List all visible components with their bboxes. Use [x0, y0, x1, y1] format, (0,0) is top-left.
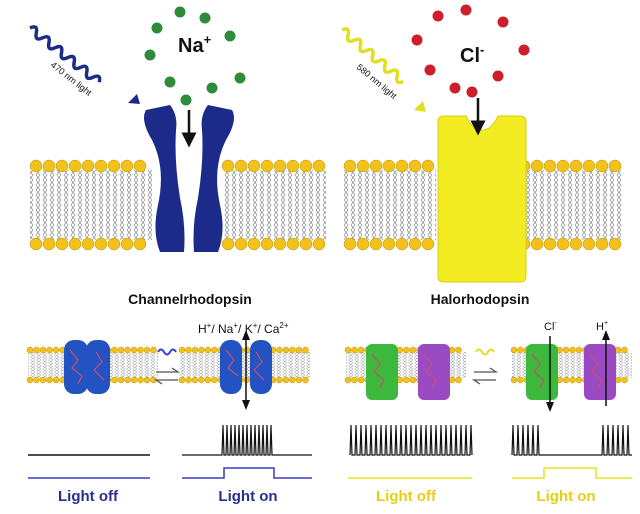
channel-mechanism-row: H+/ Na+/ K+/ Ca2+ Light off Light on	[26, 321, 312, 505]
active-pumps	[526, 330, 616, 412]
cl-small-label: Cl	[544, 321, 554, 333]
cation-list: H+/ Na+/ K+/ Ca2+	[198, 321, 289, 336]
inactive-pumps	[366, 344, 450, 400]
lipid-heads-left	[29, 159, 326, 251]
channelrhodopsin-title: Channelrhodopsin	[128, 291, 252, 307]
trace-off-right	[349, 424, 473, 456]
light-off-right-label: Light off	[376, 488, 437, 505]
yellow-light-label: 580 nm light	[355, 62, 399, 101]
chloride-charge: -	[480, 42, 484, 57]
halorhodopsin-title: Halorhodopsin	[431, 291, 530, 307]
membrane-left-a	[30, 170, 152, 240]
channelrhodopsin-panel: Na+ 470 nm light Channelrhodopsin	[29, 6, 326, 307]
light-on-right-label: Light on	[536, 488, 595, 505]
sodium-charge: +	[204, 32, 212, 47]
blue-light-arrowhead	[128, 94, 140, 104]
closed-channel	[64, 340, 110, 394]
cl-small-charge: -	[554, 320, 557, 327]
h-small-label: H	[596, 321, 604, 333]
stimulus-on-left	[182, 467, 312, 479]
svg-text:Cl-: Cl-	[544, 320, 557, 333]
trace-on-left	[182, 424, 312, 456]
channel-left-half	[144, 105, 185, 252]
membrane-right-a	[344, 170, 436, 240]
halorhodopsin-panel: Cl- 580 nm light Halorhodopsin	[341, 4, 622, 307]
yellow-light-arrowhead	[414, 101, 426, 112]
equilibrium-arrows-right	[471, 367, 499, 385]
open-channel	[220, 330, 272, 410]
chloride-ions	[411, 4, 530, 98]
blue-light-wave	[29, 25, 102, 83]
trace-on-right	[511, 424, 632, 456]
light-off-left-label: Light off	[58, 488, 119, 505]
blue-light-small	[157, 348, 177, 356]
sodium-label: Na	[178, 35, 204, 57]
svg-text:Cl-: Cl-	[460, 42, 484, 67]
membrane-left-b	[224, 170, 326, 240]
sodium-ions	[144, 6, 246, 106]
equilibrium-arrows-left	[153, 367, 181, 385]
svg-text:H+: H+	[596, 320, 608, 333]
stimulus-on-right	[512, 467, 632, 479]
light-on-left-label: Light on	[218, 488, 277, 505]
chloride-label: Cl	[460, 45, 480, 67]
yellow-light-small	[475, 348, 495, 356]
svg-text:Na+: Na+	[178, 32, 212, 57]
pump-mechanism-row: Cl- H+ Light off Light on	[344, 320, 632, 505]
channel-right-half	[193, 105, 234, 252]
pump-protein	[437, 115, 527, 283]
yellow-light-wave	[341, 27, 404, 85]
h-small-charge: +	[604, 320, 608, 327]
membrane-right-b	[518, 170, 622, 240]
